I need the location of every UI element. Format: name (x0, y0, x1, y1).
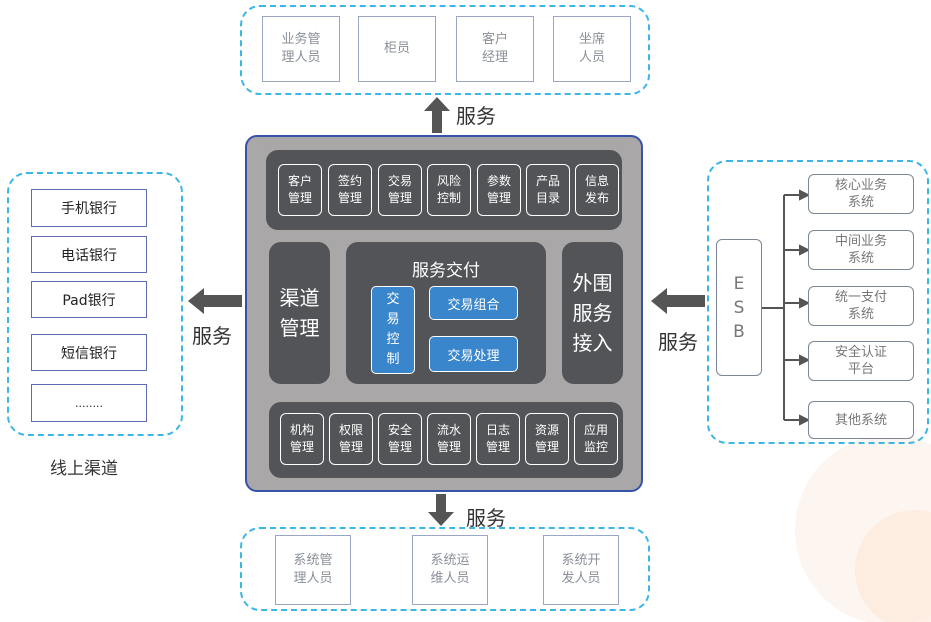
esb-connectors (762, 189, 811, 426)
module-org-mgmt[interactable]: 机构 管理 (280, 413, 324, 465)
bottom-service-label: 服务 (466, 506, 506, 530)
module-log-mgmt[interactable]: 日志 管理 (476, 413, 520, 465)
user-teller: 柜员 (358, 16, 436, 82)
module-security-mgmt[interactable]: 安全 管理 (378, 413, 422, 465)
channel-phone-banking: 电话银行 (31, 236, 147, 273)
user-account-manager: 客户 经理 (456, 16, 534, 82)
arrow-down-icon (428, 494, 454, 526)
module-app-monitor[interactable]: 应用 监控 (574, 413, 618, 465)
module-permission-mgmt[interactable]: 权限 管理 (329, 413, 373, 465)
system-core-business: 核心业务 系统 (808, 174, 914, 214)
left-service-label: 服务 (192, 324, 232, 348)
system-unified-payment: 统一支付 系统 (808, 286, 914, 326)
arrow-left-icon (188, 288, 242, 314)
trade-control[interactable]: 交 易 控 制 (371, 286, 415, 374)
user-business-manager: 业务管 理人员 (262, 16, 340, 82)
bottom-users-group (240, 527, 650, 611)
online-channels-caption: 线上渠道 (50, 459, 118, 479)
online-channels-group (7, 172, 183, 436)
user-agent: 坐席 人员 (553, 16, 631, 82)
user-sys-dev: 系统开 发人员 (543, 535, 619, 605)
module-journal-mgmt[interactable]: 流水 管理 (427, 413, 471, 465)
module-info-publish[interactable]: 信息 发布 (575, 164, 619, 216)
arrow-left-icon-right (651, 288, 705, 314)
module-trade-mgmt[interactable]: 交易 管理 (378, 164, 422, 216)
user-sys-ops: 系统运 维人员 (412, 535, 488, 605)
peripheral-service-access[interactable]: 外围 服务 接入 (562, 242, 623, 384)
top-service-label: 服务 (456, 104, 496, 128)
system-middle-business: 中间业务 系统 (808, 230, 914, 270)
module-contract-mgmt[interactable]: 签约 管理 (328, 164, 372, 216)
module-customer-mgmt[interactable]: 客户 管理 (278, 164, 322, 216)
channel-management[interactable]: 渠道 管理 (269, 242, 330, 384)
system-other: 其他系统 (808, 401, 914, 439)
external-systems-group (707, 160, 929, 444)
service-delivery-title: 服务交付 (412, 261, 480, 281)
system-security-auth: 安全认证 平台 (808, 341, 914, 381)
module-param-mgmt[interactable]: 参数 管理 (477, 164, 521, 216)
trade-combination[interactable]: 交易组合 (429, 286, 518, 320)
arrow-up-icon (424, 97, 450, 133)
module-risk-control[interactable]: 风险 控制 (427, 164, 471, 216)
channel-pad-banking: Pad银行 (31, 281, 147, 318)
module-product-catalog[interactable]: 产品 目录 (526, 164, 570, 216)
right-service-label: 服务 (658, 330, 698, 354)
user-sys-admin: 系统管 理人员 (275, 535, 351, 605)
background-decoration (795, 435, 931, 622)
channel-sms-banking: 短信银行 (31, 334, 147, 371)
channel-mobile-banking: 手机银行 (31, 189, 147, 227)
module-resource-mgmt[interactable]: 资源 管理 (525, 413, 569, 465)
trade-processing[interactable]: 交易处理 (429, 336, 518, 372)
top-users-group (240, 5, 650, 95)
esb-bus: E S B (716, 239, 762, 376)
channel-more: ........ (31, 384, 147, 422)
